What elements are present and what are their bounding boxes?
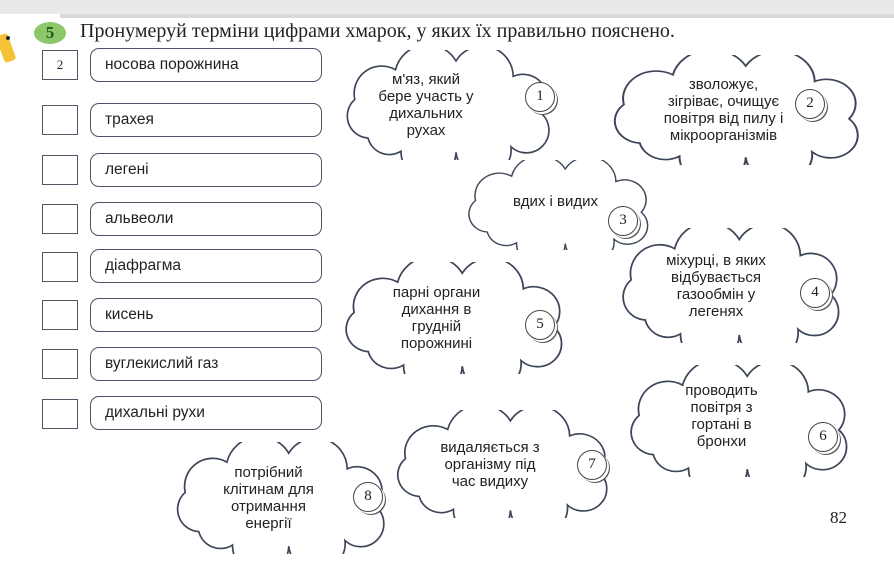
term-box: носова порожнина bbox=[90, 48, 322, 82]
task-title: Пронумеруй терміни цифрами хмарок, у яки… bbox=[80, 20, 675, 42]
cloud-number: 8 bbox=[353, 482, 383, 512]
cloud-1: м'яз, який бере участь у дихальних рухах… bbox=[335, 50, 555, 160]
cloud-number: 1 bbox=[525, 82, 555, 112]
cloud-text: міхурці, в яких відбувається газообмін у… bbox=[666, 251, 766, 320]
cloud-text: видаляється з організму під час видиху bbox=[440, 438, 540, 490]
answer-box[interactable] bbox=[42, 204, 78, 234]
cloud-3: вдих і видих 3 bbox=[458, 160, 653, 250]
cloud-text: м'яз, який бере участь у дихальних рухах bbox=[378, 71, 474, 139]
cloud-7: видаляється з організму під час видиху 7 bbox=[385, 410, 613, 518]
cloud-text: парні органи дихання в грудній порожнині bbox=[392, 284, 481, 352]
answer-box[interactable] bbox=[42, 300, 78, 330]
cloud-number: 6 bbox=[808, 422, 838, 452]
page-number: 82 bbox=[830, 508, 847, 527]
term-box: альвеоли bbox=[90, 202, 322, 236]
top-bar bbox=[0, 0, 894, 14]
answer-box[interactable] bbox=[42, 399, 78, 429]
cloud-text: зволожує, зігріває, очищує повітря від п… bbox=[663, 76, 784, 144]
answer-box[interactable] bbox=[42, 349, 78, 379]
cloud-number: 4 bbox=[800, 278, 830, 308]
answer-box[interactable] bbox=[42, 105, 78, 135]
cloud-2: зволожує, зігріває, очищує повітря від п… bbox=[600, 55, 865, 165]
answer-box[interactable] bbox=[42, 252, 78, 282]
term-box: кисень bbox=[90, 298, 322, 332]
cloud-4: міхурці, в яких відбувається газообмін у… bbox=[610, 228, 845, 343]
cloud-text: вдих і видих bbox=[512, 192, 599, 210]
task-number: 5 bbox=[34, 22, 66, 44]
answer-box[interactable]: 2 bbox=[42, 50, 78, 80]
pencil-mascot-icon bbox=[0, 33, 16, 63]
answer-box[interactable] bbox=[42, 155, 78, 185]
term-box: діафрагма bbox=[90, 249, 322, 283]
term-box: вуглекислий газ bbox=[90, 347, 322, 381]
cloud-number: 5 bbox=[525, 310, 555, 340]
term-box: дихальні рухи bbox=[90, 396, 322, 430]
cloud-number: 2 bbox=[795, 89, 825, 119]
cloud-number: 7 bbox=[577, 450, 607, 480]
cloud-text: потрібний клітинам для отримання енергії bbox=[223, 464, 314, 532]
term-box: трахея bbox=[90, 103, 322, 137]
cloud-5: парні органи дихання в грудній порожнині… bbox=[333, 262, 568, 374]
cloud-8: потрібний клітинам для отримання енергії… bbox=[165, 442, 390, 554]
cloud-6: проводить повітря з гортані в бронхи 6 bbox=[618, 365, 853, 477]
term-box: легені bbox=[90, 153, 322, 187]
divider bbox=[60, 14, 894, 18]
cloud-text: проводить повітря з гортані в бронхи bbox=[685, 382, 758, 450]
cloud-number: 3 bbox=[608, 206, 638, 236]
